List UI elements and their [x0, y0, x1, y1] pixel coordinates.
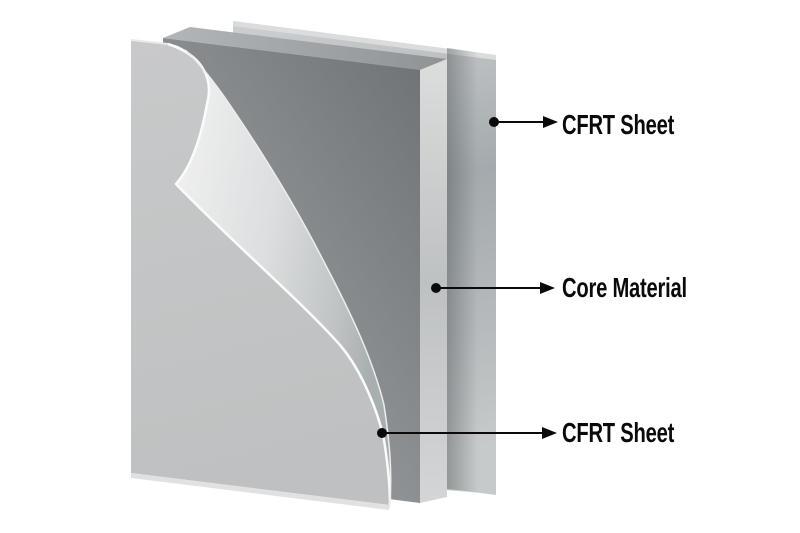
leader-dot-top	[489, 117, 499, 127]
leader-dot-bottom	[377, 428, 387, 438]
leader-arrowhead-middle	[540, 282, 555, 294]
leader-arrowhead-top	[543, 116, 558, 128]
leader-arrowhead-bottom	[542, 427, 557, 439]
back-cfrt-sheet-top-edge	[233, 21, 496, 60]
core-side-face	[420, 59, 447, 503]
flap-crease-highlight	[167, 42, 392, 506]
label-cfrt-sheet-bottom: CFRT Sheet	[562, 417, 675, 448]
core-top-face	[163, 27, 447, 70]
front-sheet-top-edge	[130, 39, 169, 45]
front-cfrt-sheet-face	[131, 40, 390, 505]
label-core-material: Core Material	[562, 272, 687, 303]
leader-dot-middle	[431, 283, 441, 293]
back-sheet-cast-shadow	[447, 48, 478, 493]
peeled-corner-flap	[168, 44, 391, 505]
front-sheet-bottom-edge	[131, 473, 390, 510]
label-cfrt-sheet-top: CFRT Sheet	[562, 109, 675, 140]
